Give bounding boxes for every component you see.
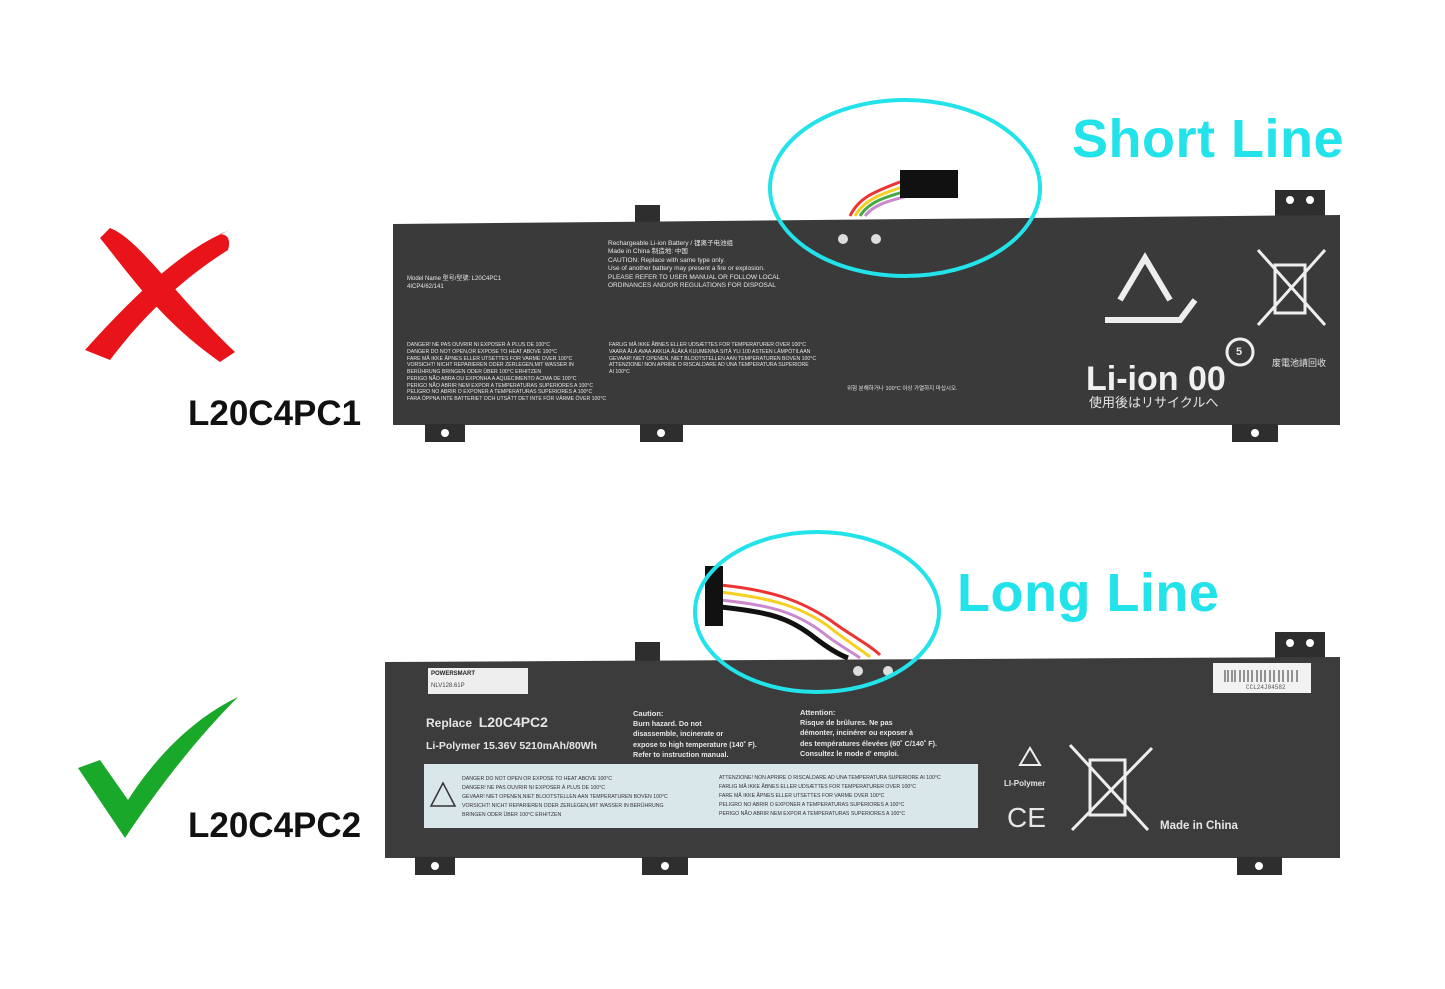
text-line: FARLIG MÅ IKKE ÅBNES ELLER UDSÆTTES FOR … [719, 784, 917, 791]
text-line: ATTENZIONE! NON APRIRE O RISCALDARE AD U… [719, 775, 941, 781]
barcode-number: CCL24J04582 [1246, 684, 1286, 691]
rohs-icon [1225, 337, 1255, 367]
text-line: Consultez le mode d' emploi. [800, 749, 899, 759]
attention-title: Attention: [800, 708, 836, 717]
warnings-mid: FARLIG MÅ IKKE ÅBNES ELLER UDSÆTTES FOR … [609, 342, 816, 376]
warning-sticker [424, 764, 978, 828]
brand-logo: POWERSMART [431, 671, 475, 677]
korean-warning: 위험 분해하거나 100°C 이상 가열하지 마십시오. [847, 386, 958, 392]
made-in-china: Made in China [1160, 820, 1238, 832]
text-line: BERÜHRUNG BRINGEN ODER ÜBER 100°C ERHITZ… [407, 369, 542, 375]
rohs-number: 5 [1236, 346, 1243, 358]
text-line: DANGER! NE PAS OUVRIR NI EXPOSER À PLUS … [407, 342, 550, 348]
text-line: Burn hazard. Do not [633, 719, 702, 728]
long-line-callout: Long Line [957, 563, 1220, 623]
short-line-highlight [768, 98, 1042, 278]
long-cable-icon [705, 566, 882, 661]
text-line: DANGER! NE PAS OUVRIR NI EXPOSER À PLUS … [462, 785, 605, 792]
battery-spec: Li-Polymer 15.36V 5210mAh/80Wh [426, 740, 597, 752]
text-line: GEVAAR! NIET OPENEN, NIET BLOOTSTELLEN A… [609, 355, 817, 362]
text-line: Risque de brûlures. Ne pas [800, 718, 893, 727]
warning-triangle-icon [429, 781, 457, 807]
text-line: PELIGRO NO ABRIR O EXPONER A TEMPERATURA… [407, 389, 593, 396]
text-line: GEVAAR! NIET OPENEN,NIET BLOOTSTELLEN AA… [462, 794, 668, 801]
text-line: Model Name 型号/型號: L20C4PC1 [407, 276, 502, 282]
text-line: 4ICP4/62/141 [407, 283, 444, 290]
text-line: VAARA ÄLÄ AVAA AKKUA ÄLÄKÄ KUUMENNA SITÄ… [609, 348, 811, 355]
ce-mark: CE [1007, 802, 1046, 833]
caution-title: Caution: [633, 709, 664, 718]
text-line: expose to high temperature (140˚ F). [633, 739, 757, 749]
recycle-chinese: 废電池請回收 [1272, 358, 1327, 368]
text-line: ATTENZIONE! NON APRIRE O RISCALDARE AD U… [609, 362, 809, 369]
text-line: Use of another battery may present a fir… [608, 265, 765, 273]
text-line: AI 100°C [609, 369, 630, 375]
text-line: FARE MÅ IKKE ÅPNES ELLER UTSETTES FOR VA… [719, 793, 885, 800]
text-line: PELIGRO NO ABRIR O EXPONER A TEMPERATURA… [719, 802, 905, 809]
green-check-icon [78, 697, 238, 838]
replace-line: Replace L20C4PC2 [426, 713, 548, 732]
text-line: VORSICHT! NICHT REPARIEREN ODER ZERLEGEN… [407, 362, 574, 369]
text-line: DANGER DO NOT OPEN,OR EXPOSE TO HEAT ABO… [407, 348, 558, 355]
polymer-label: LI-Polymer [1004, 779, 1046, 788]
text-line: PLEASE REFER TO USER MANUAL OR FOLLOW LO… [608, 273, 781, 281]
battery-l20c4pc2 [385, 566, 1340, 875]
brand-sticker [428, 668, 528, 694]
barcode-sticker [1213, 663, 1311, 693]
recycle-icon [1018, 746, 1042, 766]
barcode-icon [1224, 670, 1298, 682]
text-line: des températures élevées (60˚ C/140˚ F). [800, 738, 938, 748]
text-line: CAUTION: Replace with same type only. [608, 256, 725, 264]
short-cable-icon [848, 170, 958, 217]
text-line: disassemble, incinerate or [633, 729, 724, 739]
text-line: FARE MÅ IKKE ÅPNES ELLER UTSETTES FOR VA… [407, 355, 573, 362]
text-line: ORDINANCES AND/OR REGULATIONS FOR DISPOS… [608, 282, 776, 290]
crossed-bin-icon [1068, 743, 1154, 832]
text-line: BRINGEN ODER ÜBER 100°C ERHITZEN [462, 812, 562, 819]
recycle-japanese: 使用後はリサイクルへ [1089, 395, 1219, 410]
liion-mark: Li-ion 00 [1086, 360, 1226, 398]
sticker-warnings-right: ATTENZIONE! NON APRIRE O RISCALDARE AD U… [719, 774, 941, 819]
sticker-warnings-left: DANGER DO NOT OPEN OR EXPOSE TO HEAT ABO… [462, 775, 668, 820]
text-line: Rechargeable Li-ion Battery / 锂离子电池组 [608, 240, 733, 247]
red-x-icon [85, 228, 235, 362]
recycle-icon [1105, 252, 1198, 323]
text-line: Refer to instruction manual. [633, 750, 729, 760]
text-line: démonter, incinérer ou exposer à [800, 728, 914, 738]
replace-label: Replace [426, 716, 473, 730]
text-line: DANGER DO NOT OPEN OR EXPOSE TO HEAT ABO… [462, 776, 613, 782]
replace-model: L20C4PC2 [478, 714, 548, 730]
text-line: PERIGO NÃO ABRIR NEM EXPOR A TEMPERATURA… [407, 382, 594, 389]
warnings-left: DANGER! NE PAS OUVRIR NI EXPOSER À PLUS … [407, 342, 606, 403]
long-line-highlight [693, 530, 941, 694]
text-line: PERIGO NÃO ABRIR NEM EXPOR A TEMPERATURA… [719, 811, 906, 818]
model-label-right: L20C4PC2 [188, 806, 362, 845]
short-line-callout: Short Line [1072, 109, 1344, 169]
sku: NLV128.61P [431, 683, 465, 689]
text-line: FARA ÖPPNA INTE BATTERIET OCH UTSÄTT DET… [407, 396, 607, 402]
text-line: VORSICHT! NICHT REPARIEREN ODER ZERLEGEN… [462, 803, 664, 810]
text-line: Made in China 制造地: 中国 [608, 248, 688, 256]
text-line: PERIGO NÃO ABRA OU EXPONHA A AQUECIMENTO… [407, 375, 577, 382]
battery-l20c4pc1 [393, 170, 1340, 442]
crossed-bin-icon [1256, 249, 1327, 326]
text-line: FARLIG MÅ IKKE ÅBNES ELLER UDSÆTTES FOR … [609, 342, 807, 348]
model-label-wrong: L20C4PC1 [188, 394, 362, 433]
